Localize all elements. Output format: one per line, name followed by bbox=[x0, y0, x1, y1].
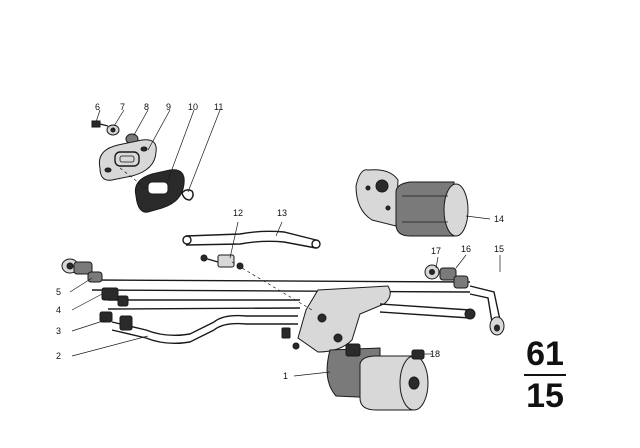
callout-16: 16 bbox=[461, 244, 472, 254]
screw-hardware bbox=[281, 327, 300, 350]
bracket-part-12 bbox=[200, 254, 244, 270]
pivot-right-part-17 bbox=[424, 264, 440, 280]
callout-18: 18 bbox=[430, 349, 441, 359]
clip-part-11 bbox=[181, 189, 194, 201]
crank-arm-part-2 bbox=[111, 314, 298, 345]
callout-7: 7 bbox=[120, 102, 126, 112]
wiper-motor-part-1 bbox=[326, 343, 429, 411]
center-bracket bbox=[297, 285, 476, 353]
pivot-bearing-right-part-16 bbox=[439, 267, 469, 289]
callout-15: 15 bbox=[494, 244, 505, 254]
plate-part-9 bbox=[98, 139, 157, 181]
callout-14: 14 bbox=[494, 214, 505, 224]
main-rod-assembly bbox=[91, 279, 471, 310]
callout-11: 11 bbox=[214, 102, 224, 112]
callout-3: 3 bbox=[56, 326, 62, 336]
callout-8: 8 bbox=[144, 102, 150, 112]
callout-2: 2 bbox=[56, 351, 62, 361]
motor-cover-part-14 bbox=[355, 169, 469, 237]
gasket-part-10 bbox=[134, 169, 185, 213]
callout-5: 5 bbox=[56, 287, 62, 297]
callout-9: 9 bbox=[166, 102, 172, 112]
callout-17: 17 bbox=[431, 246, 442, 256]
callout-13: 13 bbox=[277, 208, 288, 218]
callout-4: 4 bbox=[56, 305, 62, 315]
group-code: 61 15 bbox=[520, 336, 570, 414]
callout-1: 1 bbox=[283, 371, 289, 381]
group-code-sub: 15 bbox=[526, 377, 564, 415]
leader-lines bbox=[69, 109, 501, 377]
group-code-divider bbox=[524, 374, 566, 376]
group-code-main: 61 bbox=[526, 335, 564, 373]
nut-part-18 bbox=[411, 349, 425, 360]
callout-6: 6 bbox=[95, 102, 101, 112]
linkage-arm-part-15 bbox=[469, 285, 505, 336]
bolt-part-6 bbox=[91, 120, 109, 128]
clamp-part-3 bbox=[99, 311, 133, 331]
callout-10: 10 bbox=[188, 102, 199, 112]
washer-part-7 bbox=[106, 124, 120, 136]
link-rod-part-13 bbox=[182, 230, 321, 249]
pivot-bracket-left-part-4 bbox=[101, 287, 129, 307]
callout-12: 12 bbox=[233, 208, 244, 218]
pivot-bearing-left-part-5 bbox=[61, 258, 103, 283]
